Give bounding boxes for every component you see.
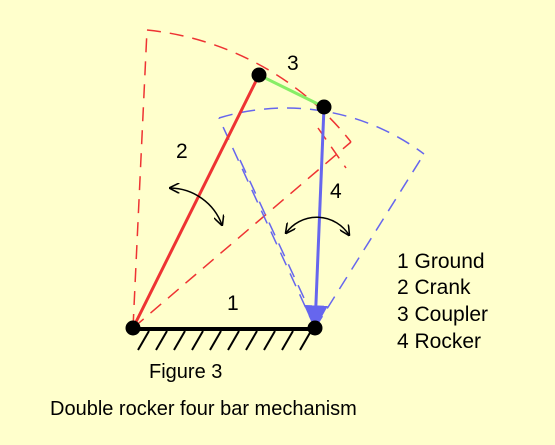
legend-item: 2 Crank [397, 276, 471, 299]
crank-link [131, 74, 261, 329]
coupler-link-label: 3 [287, 52, 299, 75]
rocker-range-left-limit [218, 117, 316, 329]
rocker-swing-range [218, 107, 425, 329]
legend-item: 4 Rocker [397, 330, 481, 353]
rocker-swing-arrow [286, 216, 349, 235]
rocker-range-arc [218, 107, 425, 155]
legend-item: 1 Ground [397, 250, 485, 273]
crank-swing-arrow [170, 188, 222, 225]
ground-hatching [137, 330, 312, 351]
crank-range-left-limit [132, 29, 148, 329]
rocker-range-right-limit [314, 153, 425, 329]
ground-link [133, 327, 315, 351]
crank-link-label: 2 [176, 140, 188, 163]
figure-label: Figure 3 [149, 361, 222, 383]
legend-item: 3 Coupler [397, 303, 488, 326]
rocker-ground-joint [307, 320, 323, 336]
crank-coupler-joint [251, 67, 267, 83]
coupler-rocker-joint [316, 99, 332, 115]
crank-swing-range [132, 29, 352, 329]
rocker-link-label: 4 [330, 180, 342, 203]
ground-crank-joint [125, 320, 141, 336]
figure-caption: Double rocker four bar mechanism [50, 398, 357, 420]
ground-link-label: 1 [227, 292, 239, 315]
legend: 1 Ground 2 Crank 3 Coupler 4 Rocker [397, 250, 488, 353]
crank-range-arc [146, 29, 352, 143]
crank-range-right-limit [132, 141, 352, 329]
rocker-range-inner-dash [239, 159, 305, 299]
coupler-link [258, 73, 325, 109]
